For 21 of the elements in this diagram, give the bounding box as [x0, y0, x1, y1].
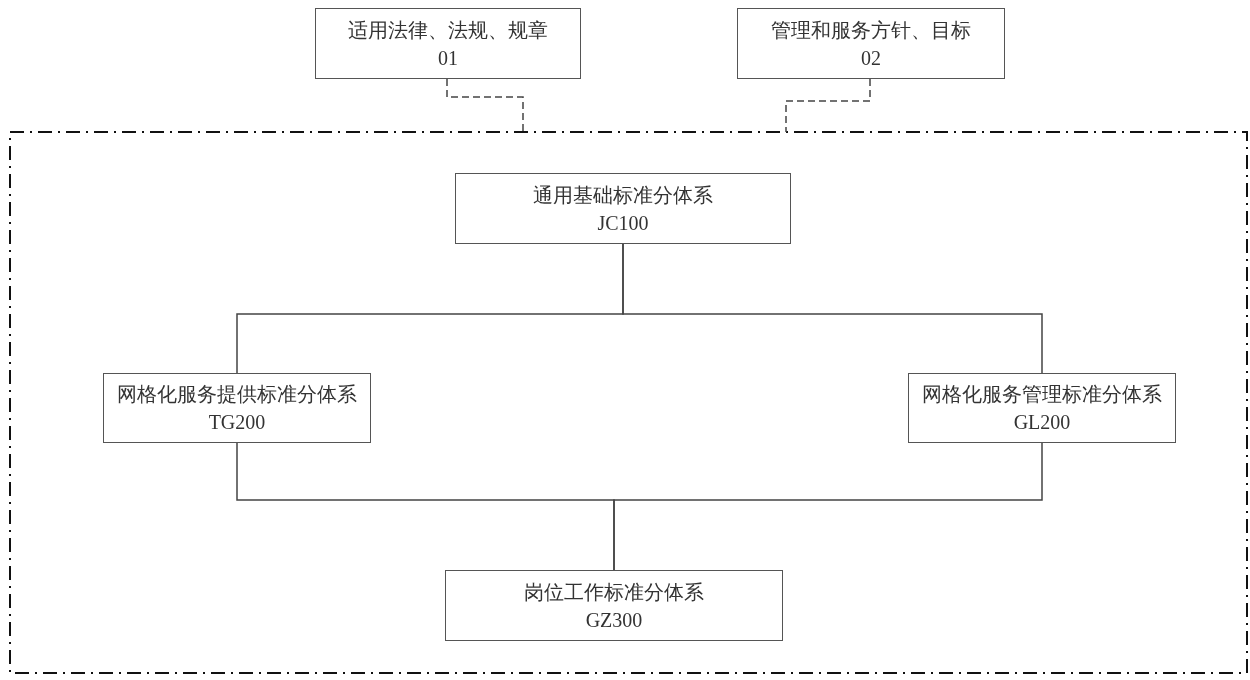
box-code: JC100	[597, 210, 649, 236]
process-box	[908, 373, 1176, 443]
box-code: 02	[861, 45, 881, 71]
connector-line	[622, 243, 1043, 374]
box-title: 网格化服务提供标准分体系 TG200	[116, 382, 358, 435]
connector-line	[613, 442, 1043, 571]
box-title: 岗位工作标准分体系	[524, 579, 704, 605]
process-box	[315, 8, 581, 79]
box-code: 01	[438, 45, 458, 71]
box-code: GZ300	[585, 607, 643, 633]
dashed-connector	[785, 78, 871, 133]
process-box	[103, 373, 371, 443]
box-title: 通用基础标准分体系	[533, 182, 713, 208]
process-box	[445, 570, 783, 641]
process-box	[737, 8, 1005, 79]
dashed-connector	[446, 78, 524, 133]
dash-dot-frame	[10, 132, 1247, 673]
box-title: 网格化服务管理标准分体系 GL200	[921, 382, 1163, 435]
box-title: 适用法律、法规、规章	[348, 17, 548, 43]
process-box	[455, 173, 791, 244]
box-title: 管理和服务方针、目标	[771, 17, 971, 43]
